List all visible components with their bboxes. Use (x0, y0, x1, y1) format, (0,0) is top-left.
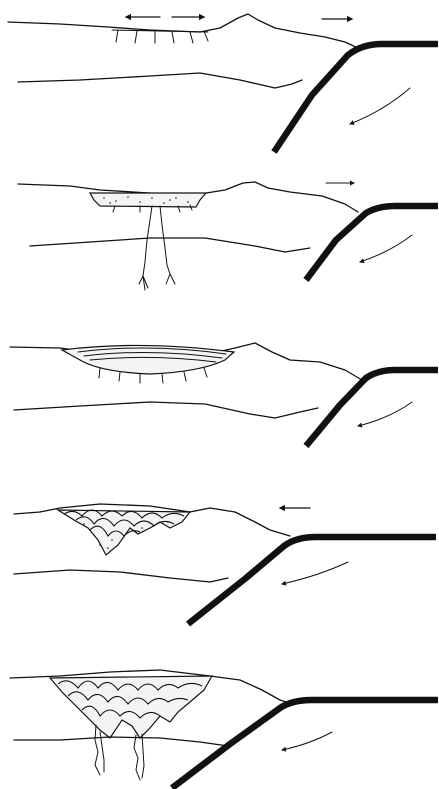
layered-basin-fill (62, 345, 234, 374)
plate-motion-arrow (360, 235, 412, 262)
subducting-slab (274, 44, 438, 152)
panel-stage-1 (8, 14, 438, 152)
moho-line (18, 73, 302, 88)
moho-line (14, 570, 228, 582)
plate-motion-arrow (358, 402, 412, 426)
panel-stage-3 (10, 343, 438, 446)
subducting-slab (188, 537, 436, 624)
panel-stage-2 (18, 182, 438, 290)
folded-basin (58, 510, 190, 555)
moho-line (14, 402, 318, 418)
feeder-dikes (113, 205, 192, 290)
panel-stage-5 (10, 670, 438, 788)
moho-line (30, 238, 310, 252)
plate-motion-arrow (282, 732, 332, 750)
subducting-slab (306, 206, 438, 280)
sediment-basin (90, 193, 206, 207)
folded-basin (50, 676, 212, 738)
plate-motion-arrow (350, 88, 410, 124)
plate-motion-arrow (282, 562, 348, 584)
subducting-slab (306, 370, 438, 446)
panel-stage-4 (14, 504, 436, 624)
rift-normal-faults (112, 30, 208, 43)
moho-line (14, 737, 228, 746)
